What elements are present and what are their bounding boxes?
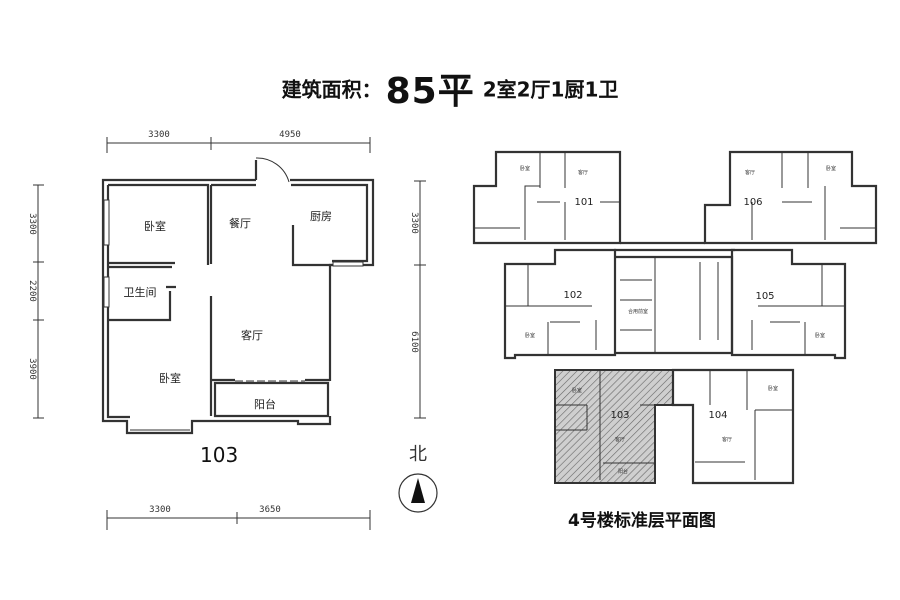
north-arrow-icon <box>411 478 425 503</box>
standard-floor-plan: 101 卧室 客厅 106 客厅 卧室 102 卧室 <box>472 150 878 485</box>
area-label: 建筑面积： <box>281 77 382 102</box>
unit-103-highlight: 103 卧室 客厅 阳台 <box>554 369 674 484</box>
unit-label: 105 <box>755 291 774 302</box>
unit-label: 104 <box>708 410 727 421</box>
room-label: 卧室 <box>815 332 825 339</box>
dimension-right: 3300 6100 <box>409 180 426 419</box>
room-label-bedroom: 卧室 <box>159 371 181 385</box>
unit-105: 105 卧室 <box>730 248 847 360</box>
room-label: 客厅 <box>615 436 625 443</box>
area-value: 85平 <box>385 71 475 112</box>
dim-label: 3300 <box>409 212 419 234</box>
room-label: 客厅 <box>745 169 755 176</box>
unit-102: 102 卧室 <box>503 248 617 360</box>
room-label-balcony: 阳台 <box>254 397 276 411</box>
room-label: 阳台 <box>618 468 628 475</box>
room-label-bathroom: 卫生间 <box>124 285 157 299</box>
north-label: 北 <box>409 444 427 465</box>
dim-label: 2200 <box>27 280 37 302</box>
dim-label: 3300 <box>149 505 171 515</box>
layout-summary: 2室2厅1厨1卫 <box>482 77 619 102</box>
walls <box>101 157 375 435</box>
dim-label: 6100 <box>409 331 419 353</box>
unit-label: 106 <box>743 197 762 208</box>
unit-104: 104 客厅 卧室 <box>671 368 795 485</box>
room-label: 卧室 <box>768 385 778 392</box>
room-label-dining: 餐厅 <box>229 216 251 230</box>
unit-label: 101 <box>574 197 593 208</box>
unit-101: 101 卧室 客厅 <box>472 150 622 245</box>
dimension-left: 3300 2200 3900 <box>27 184 44 419</box>
core-label: 合用前室 <box>628 308 648 315</box>
stair-core: 合用前室 <box>615 255 734 355</box>
dim-label: 3300 <box>27 213 37 235</box>
room-label-kitchen: 厨房 <box>310 210 332 223</box>
dim-label: 3650 <box>259 505 281 515</box>
unit-106: 106 客厅 卧室 <box>703 150 878 245</box>
unit-103-plan: 3300 4950 3300 2200 3900 3300 <box>27 130 426 530</box>
header-title: 建筑面积：85平 2室2厅1厨1卫 <box>0 62 900 114</box>
room-label: 卧室 <box>520 165 530 172</box>
floor-plan-caption: 4号楼标准层平面图 <box>568 511 716 531</box>
room-label: 卧室 <box>572 387 582 394</box>
unit-number: 103 <box>200 443 239 467</box>
dim-label: 4950 <box>279 130 301 140</box>
unit-label: 103 <box>610 410 629 421</box>
dimension-top: 3300 4950 <box>106 130 371 153</box>
room-label-bedroom: 卧室 <box>144 219 166 233</box>
dim-label: 3900 <box>27 358 37 380</box>
room-label: 客厅 <box>722 436 732 443</box>
dim-label: 3300 <box>148 130 170 140</box>
room-label: 客厅 <box>578 169 588 176</box>
room-label-living: 客厅 <box>241 328 263 342</box>
dimension-bottom: 3300 3650 <box>106 505 371 530</box>
north-compass: 北 <box>398 444 438 513</box>
unit-label: 102 <box>563 290 582 301</box>
room-label: 卧室 <box>525 332 535 339</box>
room-label: 卧室 <box>826 165 836 172</box>
